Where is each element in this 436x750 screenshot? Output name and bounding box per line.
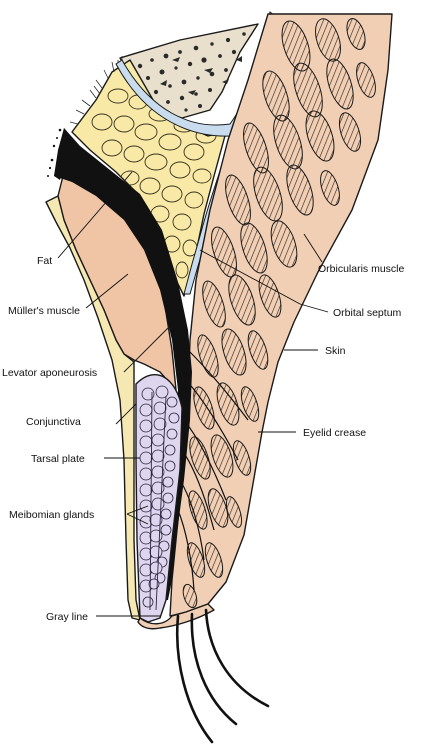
leader-orbicularis: [303, 233, 323, 263]
label-skin: Skin: [325, 345, 346, 357]
label-conjunctiva: Conjunctiva: [26, 416, 81, 428]
aponeurosis-fibers: [177, 349, 249, 591]
leader-conjunctiva: [115, 403, 137, 425]
label-meibomian-glands: Meibomian glands: [9, 509, 94, 521]
label-fat: Fat: [37, 255, 52, 267]
label-eyelid-crease: Eyelid crease: [303, 427, 366, 439]
meibomian-ducts: [149, 391, 167, 611]
label-tarsal-plate: Tarsal plate: [31, 453, 85, 465]
leader-levator: [123, 327, 169, 373]
eyelashes: [176, 608, 270, 744]
label-mullers-muscle: Müller's muscle: [8, 305, 80, 317]
labels: Fat Müller's muscle Levator aponeurosis …: [2, 255, 405, 623]
leader-lines: [57, 171, 329, 617]
label-orbital-septum: Orbital septum: [333, 307, 402, 319]
leader-muller: [85, 273, 129, 309]
leader-meibomian-b: [126, 513, 149, 525]
levator-stipple-dots: [47, 128, 62, 177]
lid-margin: [137, 603, 215, 630]
levator-aponeurosis: [54, 128, 192, 600]
label-levator-aponeurosis: Levator aponeurosis: [2, 367, 97, 379]
conjunctiva: [45, 195, 141, 621]
bone-stipple: [137, 32, 246, 112]
label-orbicularis-muscle: Orbicularis muscle: [318, 263, 405, 275]
leader-meibomian-a: [126, 505, 149, 515]
leader-septum-a: [199, 249, 301, 305]
levator-stipple-edge: [54, 128, 70, 180]
label-gray-line: Gray line: [46, 611, 88, 623]
leader-fat: [57, 171, 133, 259]
orbicularis-bundles: [182, 18, 376, 609]
leader-septum-b: [299, 303, 329, 313]
